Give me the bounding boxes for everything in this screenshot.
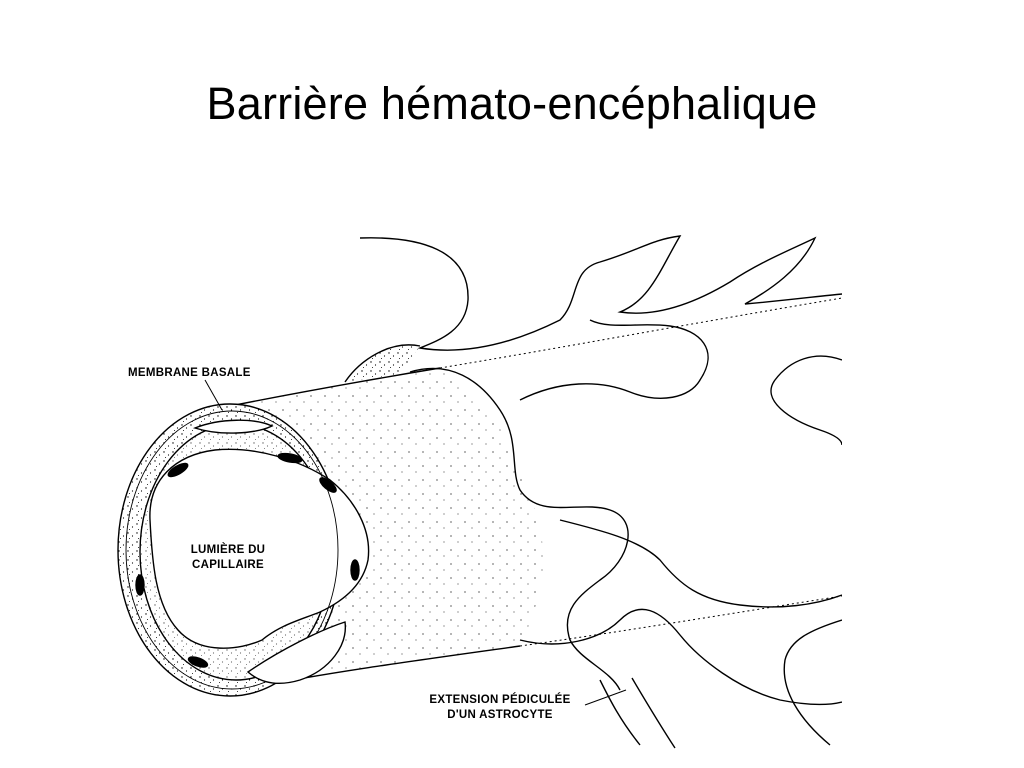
nucleus <box>350 559 360 581</box>
pericyte-bottom <box>246 621 346 684</box>
nucleus <box>135 574 145 596</box>
basal-membrane-leader <box>204 379 223 411</box>
capillary-top-dashed <box>439 297 842 369</box>
slide-title: Barrière hémato-encéphalique <box>206 78 818 129</box>
astrocyte-foot-lower <box>559 519 842 608</box>
nucleus <box>319 477 337 493</box>
label-lumen-line2: CAPILLAIRE <box>192 559 264 571</box>
basal-membrane-ring <box>125 410 339 690</box>
astrocyte-foot-right <box>770 355 842 446</box>
nucleus <box>187 656 209 668</box>
nucleus <box>277 452 303 464</box>
label-basal-membrane: MEMBRANE BASALE <box>128 367 251 379</box>
astrocyte-foot-middle <box>519 319 709 401</box>
astrocyte-stalk <box>599 679 641 746</box>
nucleus <box>167 462 189 478</box>
pericyte-top <box>192 419 274 434</box>
label-astrocyte-line1: EXTENSION PÉDICULÉE <box>429 693 570 706</box>
capillary-diagram: MEMBRANE BASALE LUMIÈRE DU CAPILLAIRE EX… <box>117 235 842 749</box>
capillary-bottom-dashed <box>519 595 842 647</box>
astrocyte-foot-bottom <box>519 608 842 706</box>
astrocyte-foot-front <box>409 367 629 691</box>
astrocyte-foot-top <box>359 235 842 351</box>
astrocyte-leader <box>584 689 627 706</box>
astrocyte-foot-bottom-right <box>783 619 842 746</box>
label-lumen-line1: LUMIÈRE DU <box>191 543 266 556</box>
capillary-lumen <box>149 448 370 649</box>
label-astrocyte-line2: D'UN ASTROCYTE <box>447 709 553 721</box>
